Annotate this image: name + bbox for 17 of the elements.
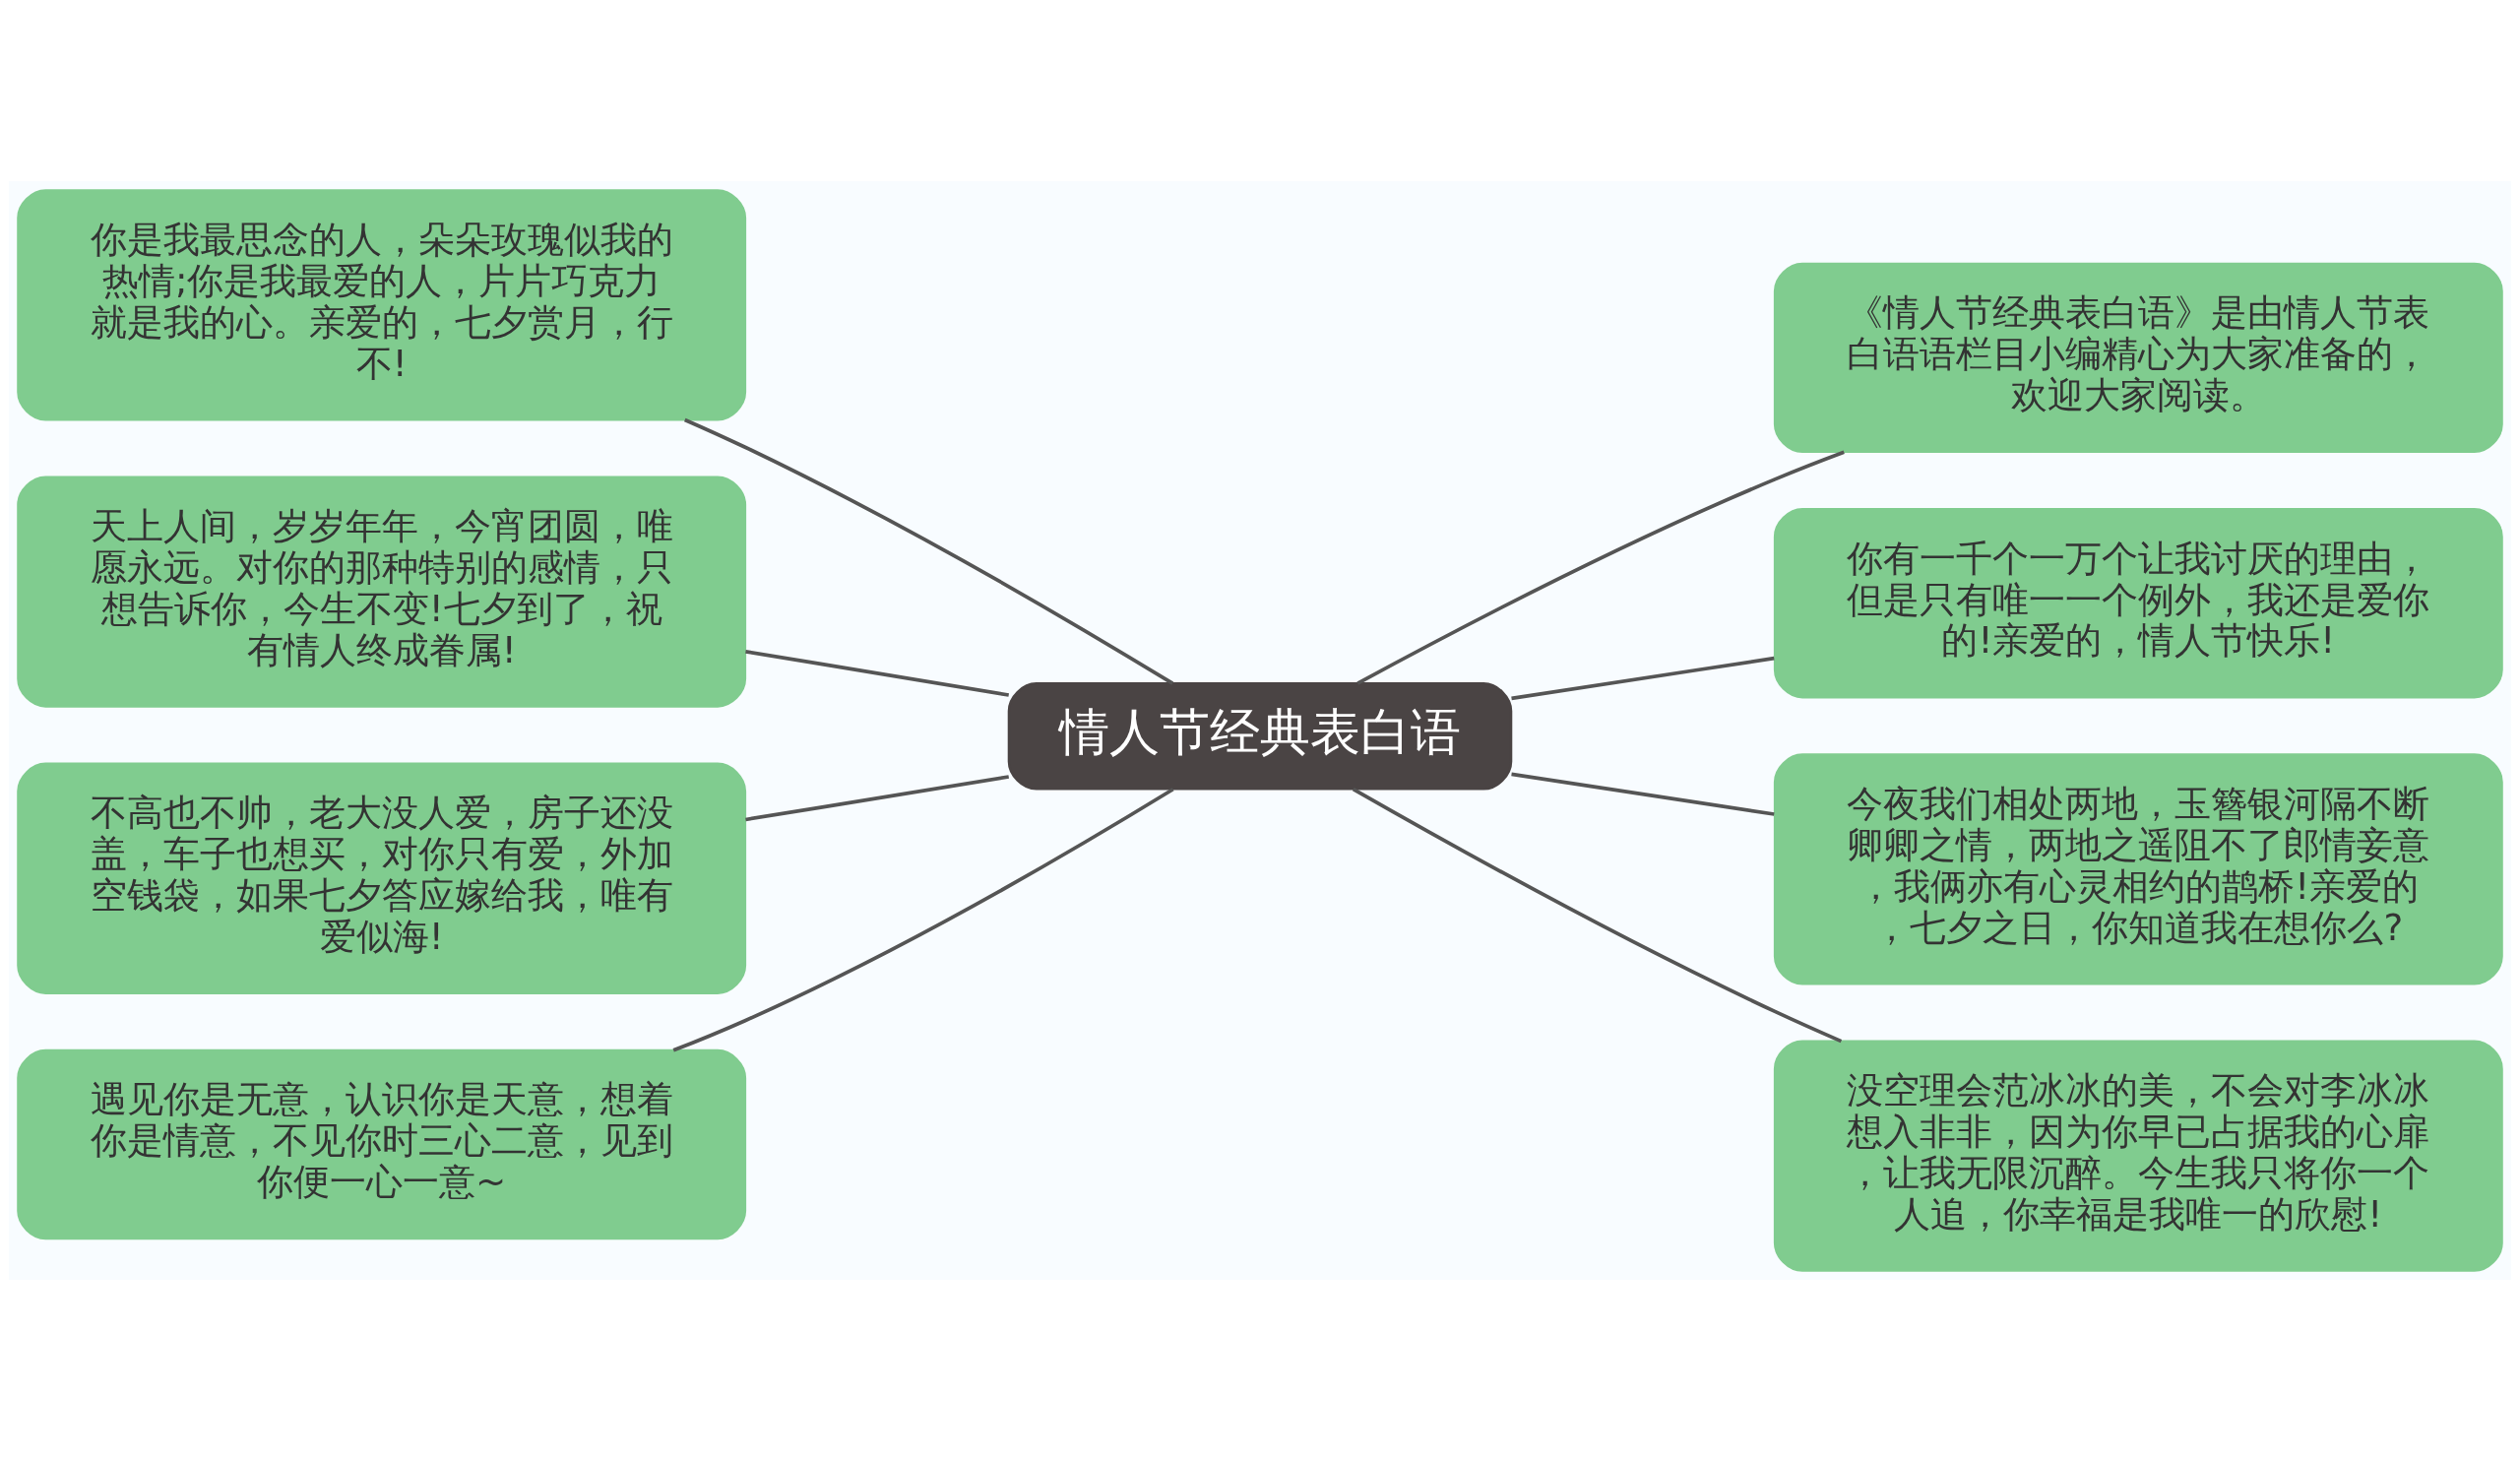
- node-box: 天上人间，岁岁年年，今宵团圆，唯愿永远。对你的那种特别的感情，只想告诉你，今生不变!七夕到了，祝有情人终成眷属!: [17, 475, 747, 708]
- node-box: 没空理会范冰冰的美，不会对李冰冰想入非非，因为你早已占据我的心扉，让我无限沉醉。今生我只将你一个人追，你幸福是我唯一的欣慰!: [1773, 1040, 2503, 1272]
- node-box: 《情人节经典表白语》是由情人节表白语语栏目小编精心为大家准备的，欢迎大家阅读。: [1773, 262, 2503, 453]
- connector: [1511, 772, 1775, 816]
- connector: [1356, 450, 1845, 685]
- connector: [672, 787, 1174, 1052]
- node-box: 今夜我们相处两地，玉簪银河隔不断卿卿之情，两地之遥阻不了郎情妾意，我俩亦有心灵相约的鹊桥!亲爱的，七夕之日，你知道我在想你么?: [1773, 752, 2503, 985]
- node-box: 遇见你是无意，认识你是天意，想着你是情意，不见你时三心二意，见到你便一心一意~: [17, 1048, 747, 1239]
- connector: [684, 417, 1174, 685]
- connector: [745, 774, 1010, 821]
- node-box: 你是我最思念的人，朵朵玫瑰似我的热情;你是我最爱的人，片片巧克力就是我的心。亲爱的，七夕赏月，行不!: [17, 188, 747, 420]
- node-box: 你有一千个一万个让我讨厌的理由，但是只有唯一一个例外，我还是爱你的!亲爱的，情人节快乐!: [1773, 507, 2503, 698]
- connector: [745, 649, 1010, 697]
- node-box: 不高也不帅，老大没人爱，房子还没盖，车子也想买，对你只有爱，外加空钱袋，如果七夕答应嫁给我，唯有爱似海!: [17, 762, 747, 994]
- connector: [1511, 656, 1775, 700]
- connector: [1352, 787, 1843, 1043]
- node-box: 情人节经典表白语: [1007, 681, 1513, 791]
